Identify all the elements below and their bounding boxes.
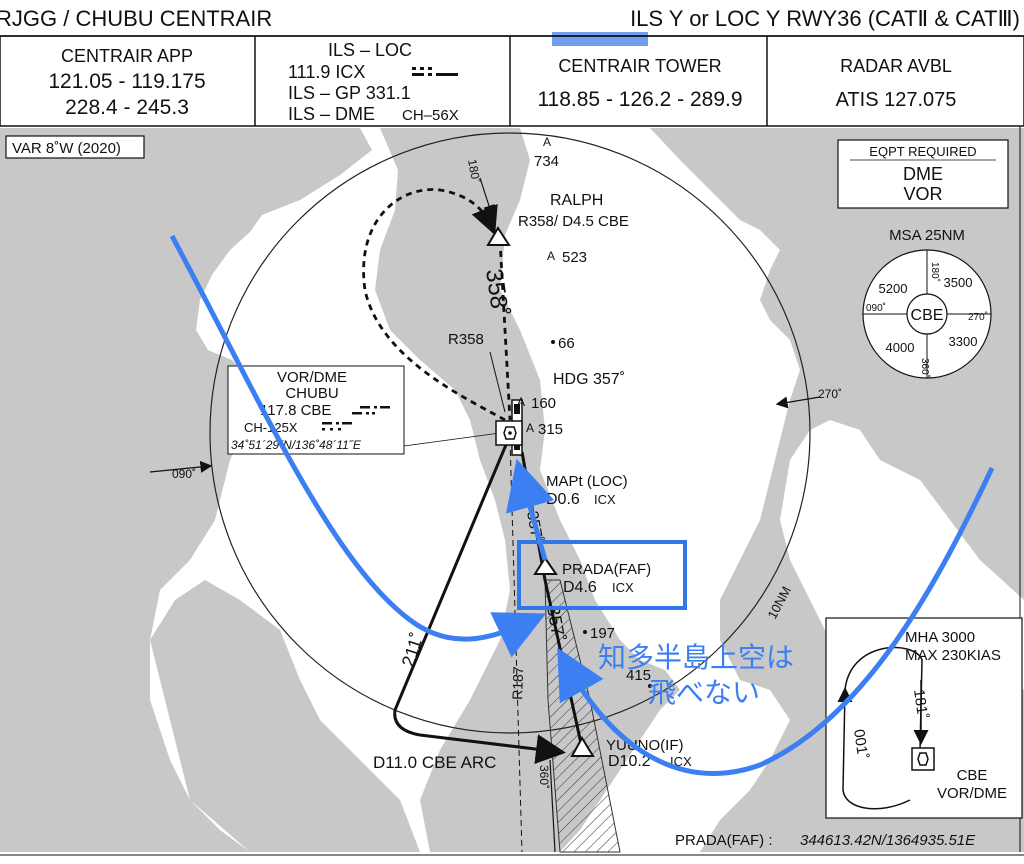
frequency-boxes: CENTRAIR APP 121.05 - 119.175 228.4 - 24…	[0, 35, 1024, 127]
obstacle-icon: A	[517, 395, 525, 409]
ils-loc-freq: 111.9 ICX	[288, 62, 365, 82]
spot-elevations: A 734 A 523 66 A 160 A 315 197 415	[517, 135, 652, 688]
atis-freq: ATIS 127.075	[836, 89, 957, 111]
arc-label: D11.0 CBE ARC	[373, 753, 496, 772]
svg-text:197: 197	[590, 625, 615, 642]
svg-text:270˚: 270˚	[818, 387, 842, 401]
morse-icx-icon	[412, 67, 458, 76]
svg-text:VAR 8˚W (2020): VAR 8˚W (2020)	[12, 140, 121, 157]
r187-label: R187	[509, 666, 526, 700]
svg-text:VOR: VOR	[903, 184, 942, 204]
prada-fix: PRADA(FAF) D4.6 ICX	[533, 556, 651, 596]
ils-loc-label: ILS – LOC	[328, 40, 412, 60]
svg-text:523: 523	[562, 249, 587, 266]
ralph-fix: RALPH R358/ D4.5 CBE	[486, 192, 629, 246]
procedure-title: ILS Y or LOC Y RWY36 (CATⅡ & CATⅢ)	[630, 6, 1020, 31]
svg-text:MHA 3000: MHA 3000	[905, 629, 975, 646]
vor-dme-symbol	[495, 420, 523, 446]
app-freq-2: 228.4 - 245.3	[65, 96, 189, 119]
svg-text:4000: 4000	[886, 340, 915, 355]
svg-text:180˚: 180˚	[929, 262, 941, 282]
radar-avbl: RADAR AVBL	[840, 56, 952, 76]
ils-dme-channel: CH–56X	[402, 107, 459, 124]
footer: PRADA(FAF) : 344613.42N/1364935.51E	[0, 832, 1024, 856]
obstacle-icon: A	[526, 421, 534, 435]
msa-diagram: MSA 25NM CBE 5200 3500 4000 3300 180˚ 09…	[862, 227, 992, 379]
svg-text:415: 415	[626, 667, 651, 684]
course-358-label: 358˚	[480, 267, 513, 318]
r358-label: R358	[448, 331, 484, 348]
svg-text:5200: 5200	[879, 281, 908, 296]
svg-text:VOR/DME: VOR/DME	[937, 785, 1007, 802]
left-blue-arrow	[169, 234, 547, 658]
app-freq-1: 121.05 - 119.175	[48, 70, 205, 93]
svg-text:D10.2: D10.2	[608, 753, 651, 770]
svg-text:D4.6: D4.6	[563, 579, 597, 596]
vor-dme-info-box: VOR/DME CHUBU 117.8 CBE CH-125X 34˚51´29…	[227, 365, 501, 455]
chart-header: RJGG / CHUBU CENTRAIR ILS Y or LOC Y RWY…	[0, 6, 1024, 46]
svg-text:3500: 3500	[944, 275, 973, 290]
svg-text:D0.6: D0.6	[546, 491, 580, 508]
tower-title: CENTRAIR TOWER	[558, 56, 721, 76]
variation-box: VAR 8˚W (2020)	[5, 135, 145, 159]
right-blue-arrow	[557, 466, 995, 776]
obstacle-icon: A	[547, 249, 555, 263]
svg-text:34˚51´29˝N/136˚48´11˝E: 34˚51´29˝N/136˚48´11˝E	[231, 438, 362, 452]
svg-text:PRADA(FAF): PRADA(FAF)	[562, 561, 651, 578]
svg-text:3300: 3300	[949, 334, 978, 349]
heading-label: HDG 357˚	[553, 371, 625, 388]
svg-text:160: 160	[531, 395, 556, 412]
course-211-label: 211˚	[398, 630, 428, 669]
svg-text:180˚: 180˚	[465, 158, 483, 184]
svg-text:117.8 CBE: 117.8 CBE	[260, 402, 331, 419]
svg-text:734: 734	[534, 153, 559, 170]
tower-freq: 118.85 - 126.2 - 289.9	[537, 88, 742, 111]
svg-text:MSA 25NM: MSA 25NM	[889, 227, 965, 244]
mapt-fix: MAPt (LOC) D0.6 ICX	[546, 473, 628, 508]
svg-text:ICX: ICX	[594, 492, 616, 507]
svg-text:CBE: CBE	[957, 767, 988, 784]
radial-360-label: 360˚	[537, 765, 551, 789]
svg-text:001˚: 001˚	[850, 728, 871, 760]
svg-text:181˚: 181˚	[910, 688, 931, 720]
morse-cbe-icon	[352, 406, 390, 415]
annotation-text-1: 知多半島上空は	[598, 641, 794, 674]
svg-text:PRADA(FAF) :: PRADA(FAF) :	[675, 832, 773, 849]
svg-text:270˚: 270˚	[968, 311, 988, 323]
airport-title: RJGG / CHUBU CENTRAIR	[0, 6, 272, 31]
svg-text:CBE: CBE	[911, 307, 944, 324]
svg-text:MAX 230KIAS: MAX 230KIAS	[905, 647, 1001, 664]
svg-text:090˚: 090˚	[172, 467, 196, 481]
svg-text:090˚: 090˚	[866, 302, 886, 314]
svg-text:ICX: ICX	[612, 580, 634, 595]
range-ring-10nm	[209, 132, 811, 734]
ils-gp-freq: ILS – GP 331.1	[288, 83, 411, 103]
svg-text:344613.42N/1364935.51E: 344613.42N/1364935.51E	[800, 832, 976, 849]
holding-pattern-inset: MHA 3000 MAX 230KIAS 181˚ 001˚ CBE VOR/D…	[825, 617, 1023, 819]
svg-text:CHUBU: CHUBU	[285, 385, 338, 402]
svg-text:66: 66	[558, 335, 575, 352]
svg-text:RALPH: RALPH	[550, 192, 603, 209]
obstacle-icon: A	[543, 135, 551, 149]
holding-vor-icon	[911, 747, 935, 771]
svg-text:EQPT REQUIRED: EQPT REQUIRED	[869, 144, 976, 159]
equipment-required-box: EQPT REQUIRED DME VOR	[837, 139, 1009, 209]
annotation-overlay: 知多半島上空は 飛べない	[169, 234, 995, 776]
ils-dme-label: ILS – DME	[288, 104, 375, 124]
prada-highlight-box	[517, 540, 687, 610]
svg-text:R358/ D4.5 CBE: R358/ D4.5 CBE	[518, 213, 629, 230]
svg-text:DME: DME	[903, 164, 943, 184]
blue-highlight-mark	[552, 32, 648, 46]
center-blue-arrow	[506, 458, 555, 561]
svg-text:315: 315	[538, 421, 563, 438]
svg-text:VOR/DME: VOR/DME	[277, 369, 347, 386]
svg-text:MAPt (LOC): MAPt (LOC)	[546, 473, 628, 490]
annotation-text-2: 飛べない	[648, 676, 760, 709]
app-title: CENTRAIR APP	[61, 46, 193, 66]
svg-text:360˚: 360˚	[919, 358, 931, 378]
